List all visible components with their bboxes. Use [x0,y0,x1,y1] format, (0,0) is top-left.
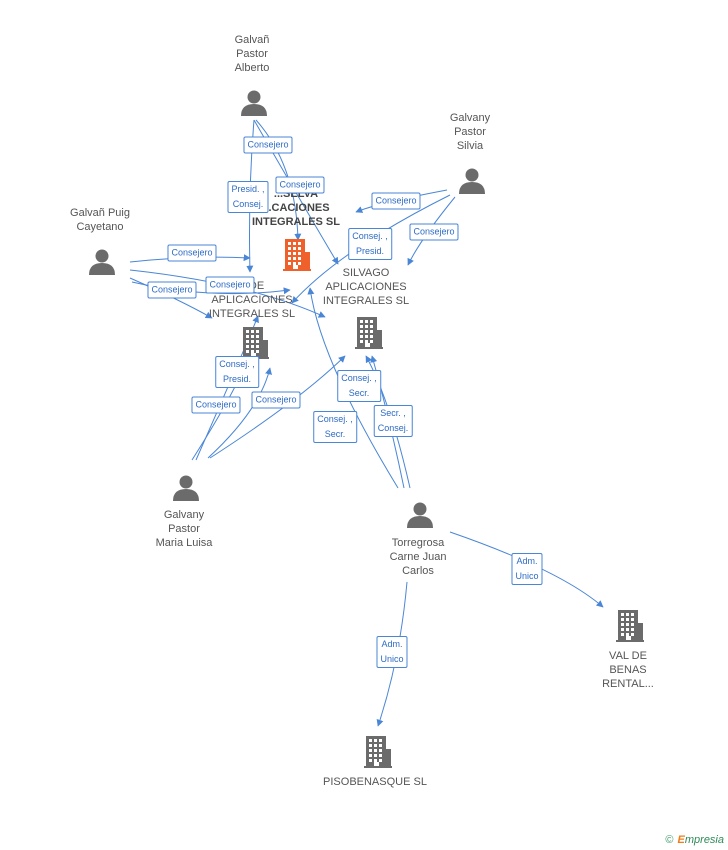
edge-label: Adm. Unico [376,636,408,668]
edge-label: Secr. , Consej. [373,405,413,437]
edge-label: Consejero [167,244,217,262]
edge-label: Consej. , Secr. [337,370,381,402]
node-label-galvany-maria[interactable]: Galvany Pastor Maria Luisa [155,509,213,549]
node-label-galvan-cayetano[interactable]: Galvañ Puig Cayetano [70,207,130,233]
node-label-galvan-alberto[interactable]: Galvañ Pastor Alberto [234,34,270,74]
edge-label: Presid. , Consej. [227,181,269,213]
edge-line [207,367,272,459]
brand-initial: E [677,834,685,846]
edge-label: Consejero [205,276,255,294]
node-label-silvago[interactable]: SILVAGO APLICACIONES INTEGRALES SL [322,267,410,307]
person-icon[interactable] [405,500,435,535]
person-icon[interactable] [457,166,487,201]
person-icon[interactable] [171,473,201,508]
edge-label: Adm. Unico [511,553,543,585]
edge-label: Consej. , Presid. [215,356,259,388]
edge-label: Consejero [147,281,197,299]
edge-line [255,119,302,241]
edge-line [449,531,604,608]
edge-label: Consej. , Presid. [348,228,392,260]
edge-line [307,287,399,489]
node-label-pisobenasque[interactable]: PISOBENASQUE SL [323,776,427,788]
edge-label: Consejero [243,136,293,154]
company-building-icon-focus[interactable] [280,238,314,277]
node-label-val-de-benas[interactable]: VAL DE BENAS RENTAL... [602,650,654,690]
company-building-icon[interactable] [352,316,386,355]
node-label-torregrosa[interactable]: Torregrosa Carne Juan Carlos [389,537,447,577]
edge-label: Consejero [409,223,459,241]
company-building-icon[interactable] [238,326,272,365]
edge-label: Consejero [251,391,301,409]
edge-line [129,277,213,319]
edge-label: Consej. , Secr. [313,411,357,443]
person-icon[interactable] [87,247,117,282]
footer-brand[interactable]: ©Empresia [665,834,724,846]
person-icon[interactable] [239,88,269,123]
brand-name: mpresia [684,834,724,846]
company-building-icon[interactable] [361,735,395,774]
edge-label: Consejero [371,192,421,210]
edge-label: Consejero [275,176,325,194]
node-label-galvany-silvia[interactable]: Galvany Pastor Silvia [449,112,491,152]
copyright-symbol: © [665,834,674,846]
edge-lines [129,119,604,727]
edge-label: Consejero [191,396,241,414]
company-building-icon[interactable] [613,609,647,648]
